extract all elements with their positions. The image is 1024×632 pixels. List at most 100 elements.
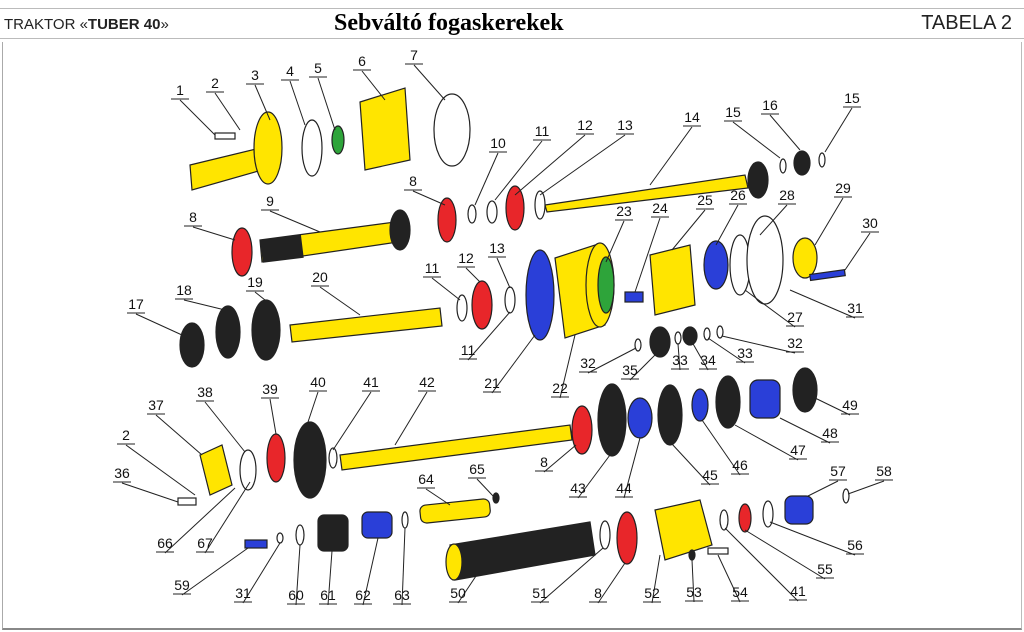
callout-number: 8 [594,585,602,601]
callout-39: 39 [261,381,279,435]
leader-line [401,527,406,606]
callout-number: 31 [235,585,251,601]
callout-22: 22 [551,334,576,399]
callout-13: 13 [488,240,511,289]
callout-5: 5 [309,60,336,131]
part-51-ring [599,520,611,550]
callout-17: 17 [127,296,183,336]
callout-8: 8 [404,173,446,206]
part-42-shaft [339,424,573,471]
leader-line [587,347,637,374]
leader-line [295,544,301,606]
callout-number: 51 [532,585,548,601]
callout-number: 40 [310,374,326,390]
callout-number: 53 [686,584,702,600]
leader-line [769,114,801,151]
leader-line [269,210,321,233]
part-31-ring [276,532,284,544]
callout-4: 4 [281,63,306,126]
part-1-bolt [214,132,236,140]
callout-number: 9 [266,193,274,209]
model-title: TRAKTOR «TUBER 40» [4,16,169,33]
leader-line [671,209,706,251]
callout-number: 1 [176,82,184,98]
callout-50: 50 [449,569,481,604]
callout-2: 2 [206,75,241,131]
callout-8: 8 [184,209,236,241]
callout-number: 48 [822,425,838,441]
callout-number: 12 [577,117,593,133]
leader-line [844,232,871,271]
leader-line [597,562,626,604]
callout-number: 55 [817,561,833,577]
callout-number: 39 [262,381,278,397]
callout-number: 16 [762,97,778,113]
callout-number: 24 [652,200,668,216]
callout-number: 59 [174,577,190,593]
leader-line [634,217,661,293]
part-65-plug [492,492,500,504]
part-12-bearing [505,185,525,231]
leader-line [204,481,251,554]
part-60-ring [295,524,305,546]
callout-59: 59 [173,547,249,596]
part-8-bearing [437,197,457,243]
callout-13: 13 [539,117,634,196]
part-10-ring [467,204,477,224]
callout-number: 8 [189,209,197,225]
callout-18: 18 [175,282,226,311]
part-25-hub [649,244,696,316]
callout-26: 26 [715,187,747,246]
callout-number: 49 [842,397,858,413]
leader-line [629,354,656,381]
callout-12: 12 [514,117,594,196]
callout-number: 6 [358,53,366,69]
part-14-shaft [544,174,749,213]
callout-36: 36 [113,465,179,503]
callout-number: 34 [700,352,716,368]
part-56-ring [762,500,774,528]
callout-number: 38 [197,384,213,400]
leader-line [691,341,709,371]
leader-line [807,480,839,497]
leader-line [814,197,844,246]
part-44-bushing [627,397,653,439]
callout-15: 15 [824,90,861,153]
callout-number: 7 [410,47,418,63]
callout-20: 20 [311,269,361,316]
callout-8: 8 [535,444,577,473]
callout-2: 2 [117,427,196,496]
callout-44: 44 [615,437,641,499]
leader-line [155,414,203,456]
leader-line [192,226,236,241]
part-8-bearing [571,405,593,455]
part-63-ring [401,511,409,529]
callout-number: 2 [211,75,219,91]
leader-line [734,424,799,461]
leader-line [605,220,625,263]
part-61-gear [317,514,349,552]
callout-number: 35 [622,362,638,378]
callout-number: 8 [409,173,417,189]
callout-32: 32 [721,335,804,354]
callout-number: 8 [540,454,548,470]
callout-number: 30 [862,215,878,231]
leader-line [164,487,236,554]
part-34-gear [682,326,698,346]
leader-line [327,550,333,606]
leader-line [744,289,796,328]
leader-line [491,334,536,394]
part-23-ring [597,256,615,314]
part-13-ring [534,190,546,220]
leader-line [732,121,781,159]
callout-number: 11 [535,123,550,139]
part-33-ring [703,327,711,341]
callout-number: 36 [114,465,130,481]
leader-line [814,397,851,416]
callout-number: 42 [419,374,435,390]
callout-14: 14 [649,109,701,186]
leader-line [179,99,216,136]
callout-67: 67 [196,481,251,554]
callout-60: 60 [287,544,305,606]
